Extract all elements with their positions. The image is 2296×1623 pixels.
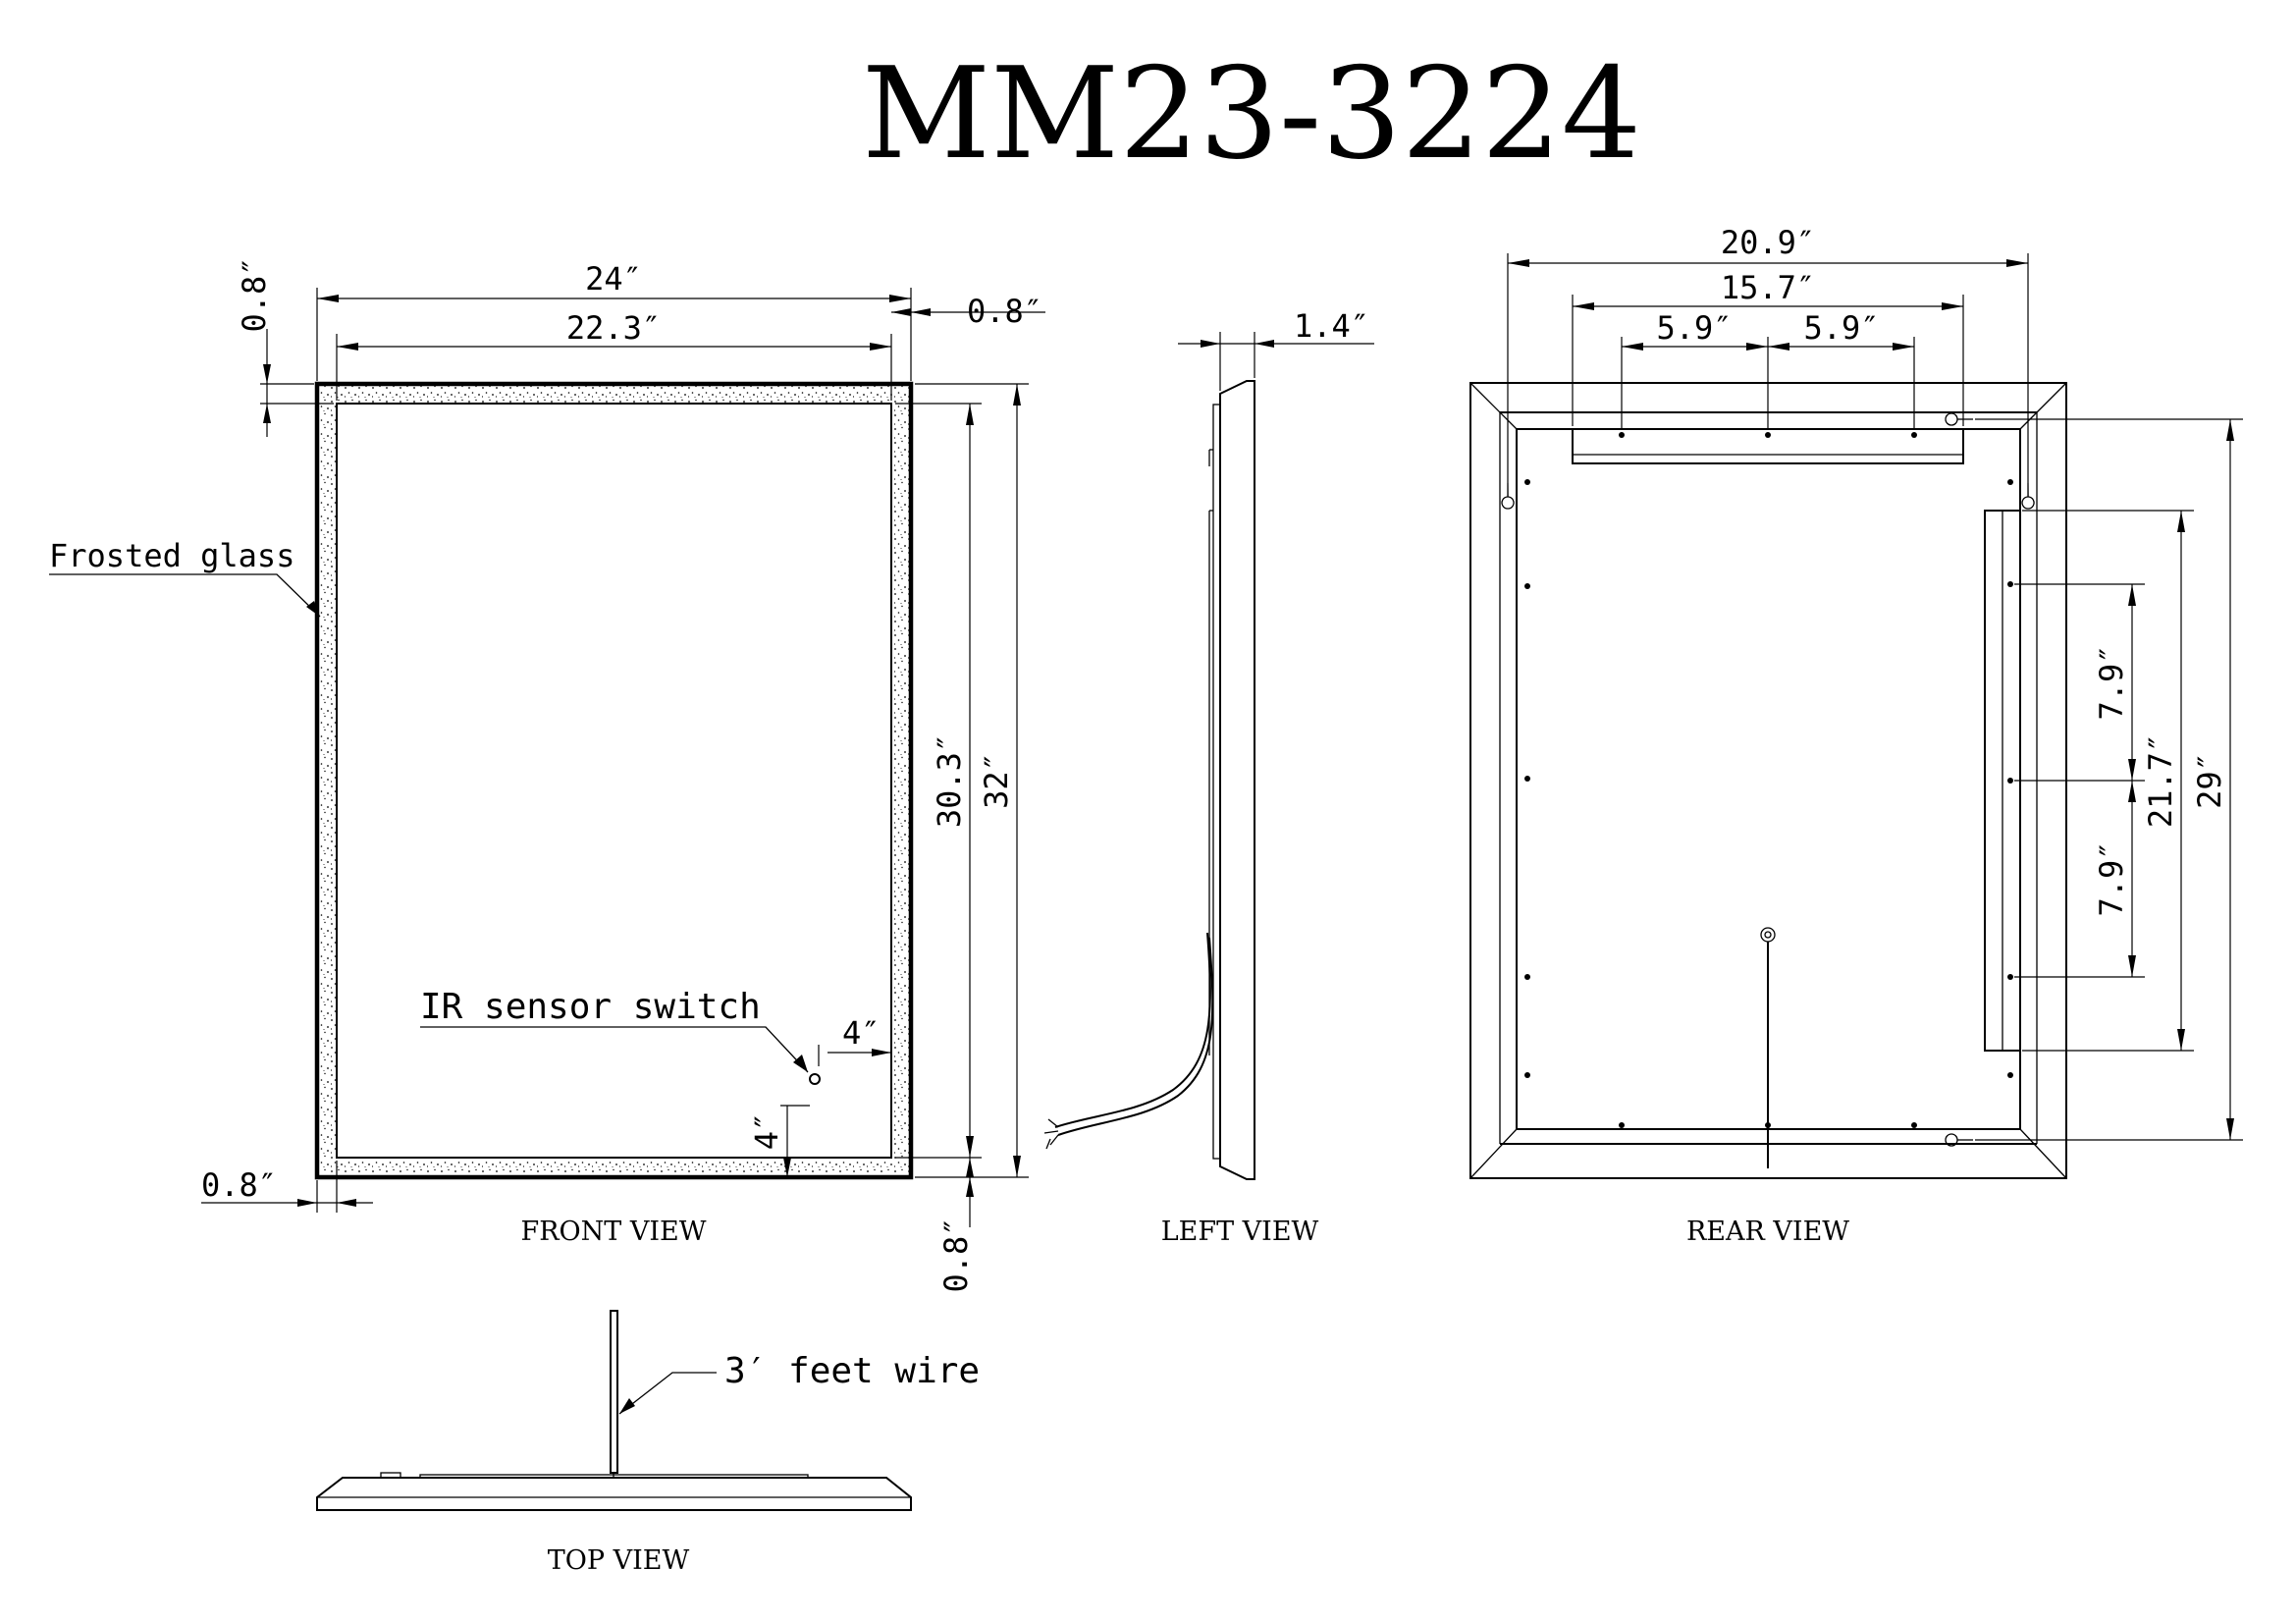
dim-rail-length: 21.7″ [2142,733,2179,828]
left-view-cable [1054,932,1211,1128]
dim-hole-gap-right: 5.9″ [1803,309,1879,347]
label-frosted-glass: Frosted glass [49,537,294,574]
top-view-wire [610,1310,618,1474]
frosted-border [317,384,911,1177]
dim-glass-width: 22.3″ [566,309,661,347]
left-view-caption: LEFT VIEW [1161,1217,1319,1247]
dim-top-border: 0.8″ [236,256,273,332]
dim-overall-height: 32″ [978,752,1015,809]
dim-hook-span: 20.9″ [1721,224,1815,261]
dim-rail-gap-top: 7.9″ [2093,644,2130,720]
rear-view-caption: REAR VIEW [1686,1217,1849,1247]
dim-glass-height: 30.3″ [931,733,968,828]
dim-hook-vertical-span: 29″ [2191,752,2228,809]
dim-right-border: 0.8″ [967,293,1042,330]
front-glass-edge [336,403,892,1159]
dim-sensor-from-side: 4″ [842,1014,881,1052]
keyhole-hook-icon [2021,482,2035,510]
front-outer-frame [314,381,914,1180]
top-view-profile [316,1477,912,1511]
label-ir-sensor: IR sensor switch [420,987,761,1027]
dim-overall-width: 24″ [585,260,642,298]
ir-sensor-icon [809,1073,821,1085]
dim-sensor-from-bottom: 4″ [748,1112,785,1151]
dim-left-border: 0.8″ [201,1166,277,1204]
dim-bracket-span: 15.7″ [1721,269,1815,306]
dim-rail-gap-bottom: 7.9″ [2093,840,2130,916]
front-view-caption: FRONT VIEW [520,1217,706,1247]
keyhole-hook-icon [1945,412,1973,426]
left-view-profile [1219,380,1255,1180]
top-view-caption: TOP VIEW [548,1545,690,1576]
keyhole-hook-icon [1945,1133,1973,1147]
top-view: 3′ feet wire TOP VIEW [316,1310,980,1576]
dim-depth: 1.4″ [1294,307,1369,345]
keyhole-hook-icon [1501,482,1515,510]
dim-bottom-border: 0.8″ [937,1217,975,1292]
front-view: 24″ 22.3″ 0.8″ 0.8″ 30.3″ 32″ 0.8″ [49,256,1045,1293]
rear-view: 20.9″ 15.7″ 5.9″ 5.9″ 29″ 21.7″ 7.9″ [1469,224,2243,1247]
drawing-title: MM23-3224 [862,41,1641,188]
label-wire: 3′ feet wire [724,1351,980,1391]
dim-hole-gap-left: 5.9″ [1656,309,1732,347]
left-view: 1.4″ LEFT VIEW [1043,307,1374,1247]
